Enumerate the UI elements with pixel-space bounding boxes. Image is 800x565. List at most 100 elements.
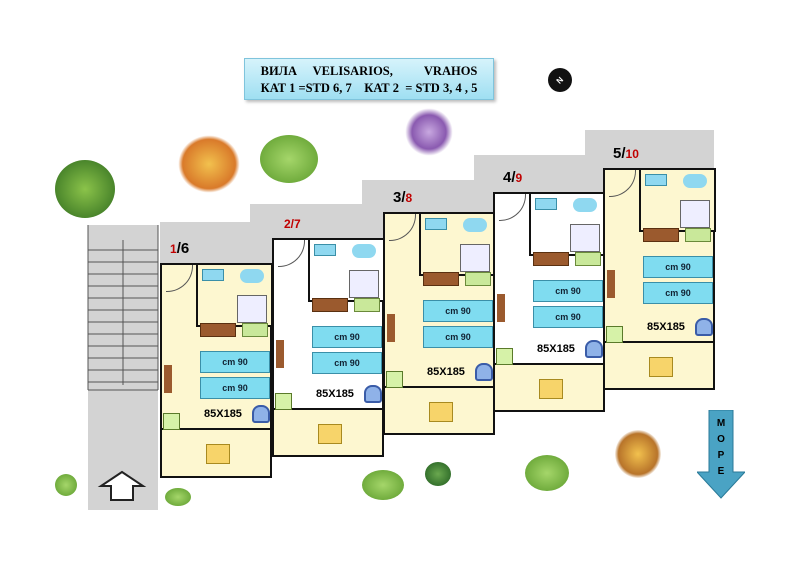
armchair-icon [252,405,270,423]
bed-label: cm 90 [665,288,691,298]
wardrobe [607,270,615,298]
door-icon [278,240,305,267]
bush-icon [260,135,318,183]
armchair-size-label: 85X185 [204,408,242,420]
bed-label: cm 90 [334,332,360,342]
desk [312,298,348,312]
apartment-number-part: 4/ [503,169,516,186]
plant-pot [386,371,403,388]
armchair-size-label: 85X185 [316,388,354,400]
bed-label: cm 90 [555,312,581,322]
bed: cm 90 [643,282,713,304]
apartment-2: cm 90 cm 90 85X185 [272,238,385,410]
tree-icon [55,160,115,218]
bed: cm 90 [423,326,493,348]
apartment-number-part: 2/7 [284,217,301,231]
apartment-number-part: 3/ [393,189,406,206]
desk [533,252,569,266]
terrace [493,365,605,412]
sink-icon [645,174,667,186]
armchair-size-label: 85X185 [427,366,465,378]
apartment-number: 1/6 [170,240,189,257]
armchair-icon [475,363,493,381]
bed: cm 90 [312,326,382,348]
title-line-2: КАТ 1 =STD 6, 7 КАТ 2 = STD 3, 4 , 5 [260,81,478,95]
shower-icon [680,200,710,228]
plant-pot [606,326,623,343]
apartment-number: 2/7 [284,215,301,232]
wardrobe [387,314,395,342]
apartment-4: cm 90 cm 90 85X185 [493,192,606,365]
kitchen-sink-icon [465,272,491,286]
apartment-number: 3/8 [393,189,412,206]
title-box: ВИЛА VELISARIOS, VRAHOS КАТ 1 =STD 6, 7 … [244,58,494,100]
kitchen-sink-icon [685,228,711,242]
bed-label: cm 90 [665,262,691,272]
apartment-3: cm 90 cm 90 85X185 [383,212,496,388]
bed: cm 90 [423,300,493,322]
terrace [272,410,384,457]
door-icon [609,170,636,197]
plant-pot [275,393,292,410]
apartment-number-part: 10 [625,147,639,161]
bush-icon [165,488,191,506]
bed-label: cm 90 [334,358,360,368]
bed-label: cm 90 [555,286,581,296]
title-line-1: ВИЛА VELISARIOS, VRAHOS [260,64,478,78]
terrace [160,430,272,478]
shower-icon [460,244,490,272]
sea-label: МОРЕ [716,418,726,477]
desk [643,228,679,242]
desk [423,272,459,286]
apartment-number-part: 1 [170,242,177,256]
toilet-icon [573,198,597,212]
table-icon [318,424,342,444]
plant-pot [496,348,513,365]
plant-pot [163,413,180,430]
apartment-5: cm 90 cm 90 85X185 [603,168,716,343]
apartment-number-part: /6 [176,240,190,257]
desk [200,323,236,337]
bed: cm 90 [533,280,603,302]
bed: cm 90 [312,352,382,374]
compass-icon: N [548,68,572,92]
kitchen-sink-icon [354,298,380,312]
apartment-1: cm 90 cm 90 85X185 [160,263,273,430]
terrace [383,388,495,435]
kitchen-sink-icon [575,252,601,266]
apartment-number-part: 8 [405,191,413,205]
shower-icon [570,224,600,252]
flower-bush-icon [615,430,661,478]
armchair-size-label: 85X185 [537,343,575,355]
wardrobe [497,294,505,322]
apartment-number: 4/9 [503,169,522,186]
bush-icon [525,455,569,491]
shower-icon [237,295,267,323]
entrance-arrow-icon [97,470,147,501]
bush-icon [55,474,77,496]
table-icon [429,402,453,422]
sea-arrow-icon: МОРЕ [697,410,745,500]
door-icon [389,214,416,241]
terrace [603,343,715,390]
door-icon [499,194,526,221]
flower-icon [405,108,453,156]
armchair-icon [695,318,713,336]
apartment-number-part: 9 [515,171,523,185]
bed: cm 90 [200,377,270,399]
wardrobe [164,365,172,393]
toilet-icon [352,244,376,258]
sink-icon [535,198,557,210]
apartment-number-part: 5/ [613,145,626,162]
bed: cm 90 [643,256,713,278]
table-icon [539,379,563,399]
bed-label: cm 90 [222,383,248,393]
sink-icon [202,269,224,281]
table-icon [206,444,230,464]
apartment-number: 5/10 [613,145,639,162]
bush-icon [425,462,451,486]
armchair-size-label: 85X185 [647,321,685,333]
sink-icon [314,244,336,256]
sink-icon [425,218,447,230]
